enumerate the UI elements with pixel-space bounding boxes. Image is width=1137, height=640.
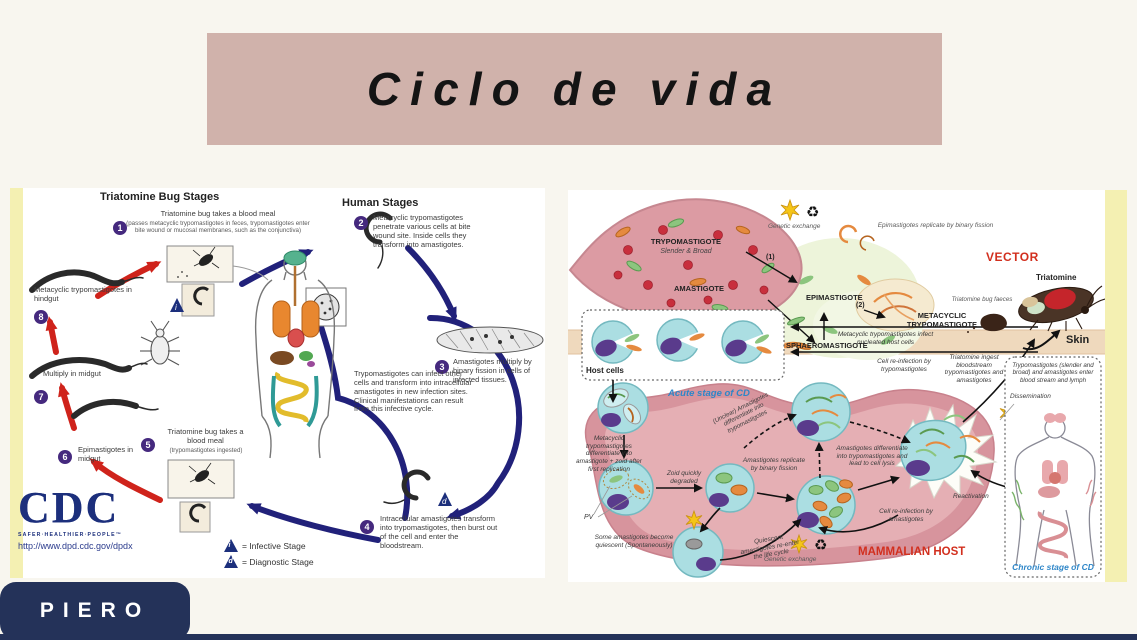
svg-text:♻: ♻ [814, 537, 827, 554]
infective-triangle-1: i [170, 298, 184, 312]
header-triatomine-stages: Triatomine Bug Stages [100, 191, 220, 203]
skin-label: Skin [1066, 334, 1090, 346]
triatomine-label: Triatomine [1036, 273, 1077, 282]
infective-triangle-icon: i [224, 539, 238, 552]
human-figure [254, 250, 336, 459]
step-2-number: 2 [354, 216, 368, 230]
step-6-text: Epimastigotes in midgut [78, 445, 134, 463]
legend-infective: i = Infective Stage [224, 539, 306, 552]
reactivation-label: Reactivation [953, 493, 989, 500]
free-trypomastigotes [786, 316, 812, 350]
step-8-text: Metacyclic trypomastigotes in hindgut [34, 285, 132, 303]
metacyclic-label: METACYCLIC TRYPOMASTIGOTE [906, 311, 978, 329]
svg-text:i: i [175, 303, 177, 312]
svg-text:♻: ♻ [806, 204, 819, 221]
reinfection-trypomastigotes-label: Cell re-infection by trypomastigotes [877, 358, 931, 373]
sphaeromastigote-label: SPHAEROMASTIGOTE [786, 341, 868, 350]
bug-bite-illustration-5 [167, 459, 235, 533]
faeces-label: Triatomine bug faeces [951, 296, 1013, 303]
vector-label: VECTOR [986, 250, 1039, 264]
infect-host-label: Metacyclic trypomastigotes infect nuclea… [837, 331, 934, 346]
step-2-text: Metacyclic trypomastigotes penetrate var… [373, 213, 471, 249]
dashed-arrows [743, 413, 911, 479]
cdc-lifecycle-diagram: i [10, 188, 545, 578]
cell-lysis-label: Amastigotes differentiate into trypomast… [836, 445, 908, 468]
zoid-label: Zoid quickly degraded [666, 470, 702, 485]
step-5-number: 5 [141, 438, 155, 452]
diagnostic-triangle-4: d [438, 492, 452, 506]
step-1-text: Triatomine bug takes a blood meal [160, 209, 276, 218]
piero-badge: PIERO [0, 582, 190, 640]
epimastigote-label: EPIMASTIGOTE [806, 293, 863, 302]
legend-infective-label: = Infective Stage [242, 540, 306, 551]
metacyclic-diff-label: Metacyclic trypomastigotes differentiate… [576, 435, 642, 473]
cdc-url: http://www.dpd.cdc.gov/dpdx [18, 541, 133, 551]
amastigote-label: AMASTIGOTE [674, 284, 724, 293]
host-cells-box [581, 309, 785, 381]
yellow-strip-left [10, 188, 23, 578]
trypomastigote-label: TRYPOMASTIGOTE [650, 237, 722, 246]
step-4-number: 4 [360, 520, 374, 534]
cdc-diagram-art: i [10, 188, 544, 578]
triatomine-ingest-label: Triatomine ingest bloodstream trypomasti… [944, 354, 1004, 384]
vector-gut-drop [568, 198, 803, 326]
step-3-text: Amastigotes multiply by binary fission i… [453, 357, 532, 384]
reinfection-amastigotes-label: Cell re-infection by amastigotes [879, 508, 933, 523]
mammalian-host-label: MAMMALIAN HOST [858, 546, 966, 558]
title-banner: Ciclo de vida [207, 33, 942, 145]
step-8-number: 8 [34, 310, 48, 324]
diagnostic-triangle-icon: d [224, 555, 238, 568]
triatomine-sketch [140, 320, 180, 366]
step2-marker: (2) [856, 302, 865, 309]
amastigote-replicate-label: Amastigotes replicate by binary fission [742, 457, 806, 472]
triatomine-bug [1018, 285, 1105, 332]
red-arrows [45, 261, 163, 503]
trypomastigote-sub-label: Slender & Broad [660, 248, 712, 255]
faeces-blob [967, 313, 1007, 333]
acute-stage-cells [593, 382, 856, 578]
step-7-text: Multiply in midgut [43, 369, 101, 378]
metacyclic-pouch [855, 278, 935, 332]
tissue-illustration [436, 326, 544, 354]
vector-host-diagram: ♻ ♻ [568, 190, 1105, 582]
pv-label: PV [584, 514, 594, 521]
step-6-number: 6 [58, 450, 72, 464]
step-5-text: Triatomine bug takes a blood meal [167, 427, 244, 445]
enter-blood-label: Trypomastigotes (slender and broad) and … [1012, 362, 1094, 384]
acute-stage-label: Acute stage of CD [668, 388, 750, 399]
dissemination-label: Dissemination [1010, 393, 1051, 400]
step-4-text: Intracellular amastigotes transform into… [380, 514, 498, 550]
epi-replicate-label: Epimastigotes replicate by binary fissio… [877, 222, 994, 229]
brand-label: PIERO [39, 599, 151, 622]
page-title: Ciclo de vida [366, 63, 783, 115]
cdc-logo: CDC SAFER·HEALTHIER·PEOPLE™ http://www.d… [18, 486, 133, 552]
yellow-strip-right [1105, 190, 1127, 582]
mammalian-host-blob [584, 383, 995, 567]
cdc-logo-text: CDC [18, 486, 133, 530]
header-human-stages: Human Stages [342, 197, 419, 209]
bug-bite-illustration-1 [166, 245, 269, 317]
genetic-exchange-bottom-label: Genetic exchange [764, 556, 817, 563]
step1-marker: (1) [766, 254, 775, 261]
bottom-bar [0, 634, 1137, 640]
step-1-subtext: (passes metacyclic trypomastigotes in fe… [126, 220, 310, 235]
chronic-stage-label: Chronic stage of CD [1012, 562, 1094, 572]
step-1-number: 1 [113, 221, 127, 235]
trypanosome-squiggles [29, 211, 431, 505]
chronic-stage-box [999, 356, 1102, 578]
step-3-number: 3 [435, 360, 449, 374]
center-note: Trypomastigotes can infect other cells a… [354, 369, 472, 414]
cdc-tagline: SAFER·HEALTHIER·PEOPLE™ [18, 532, 123, 538]
cycle-diagram-art: ♻ ♻ [568, 198, 1105, 578]
legend-diagnostic-label: = Diagnostic Stage [242, 556, 314, 567]
quiescent-become-label: Some amastigotes become quiescent (Spont… [594, 534, 674, 549]
svg-text:d: d [442, 497, 447, 506]
step-5-subtext: (trypomastigotes ingested) [169, 447, 243, 454]
host-cells-label: Host cells [586, 366, 624, 375]
step-7-number: 7 [34, 390, 48, 404]
legend-diagnostic: d = Diagnostic Stage [224, 555, 314, 568]
recycle-icons: ♻ ♻ [806, 204, 827, 554]
genetic-exchange-top-label: Genetic exchange [768, 223, 821, 230]
